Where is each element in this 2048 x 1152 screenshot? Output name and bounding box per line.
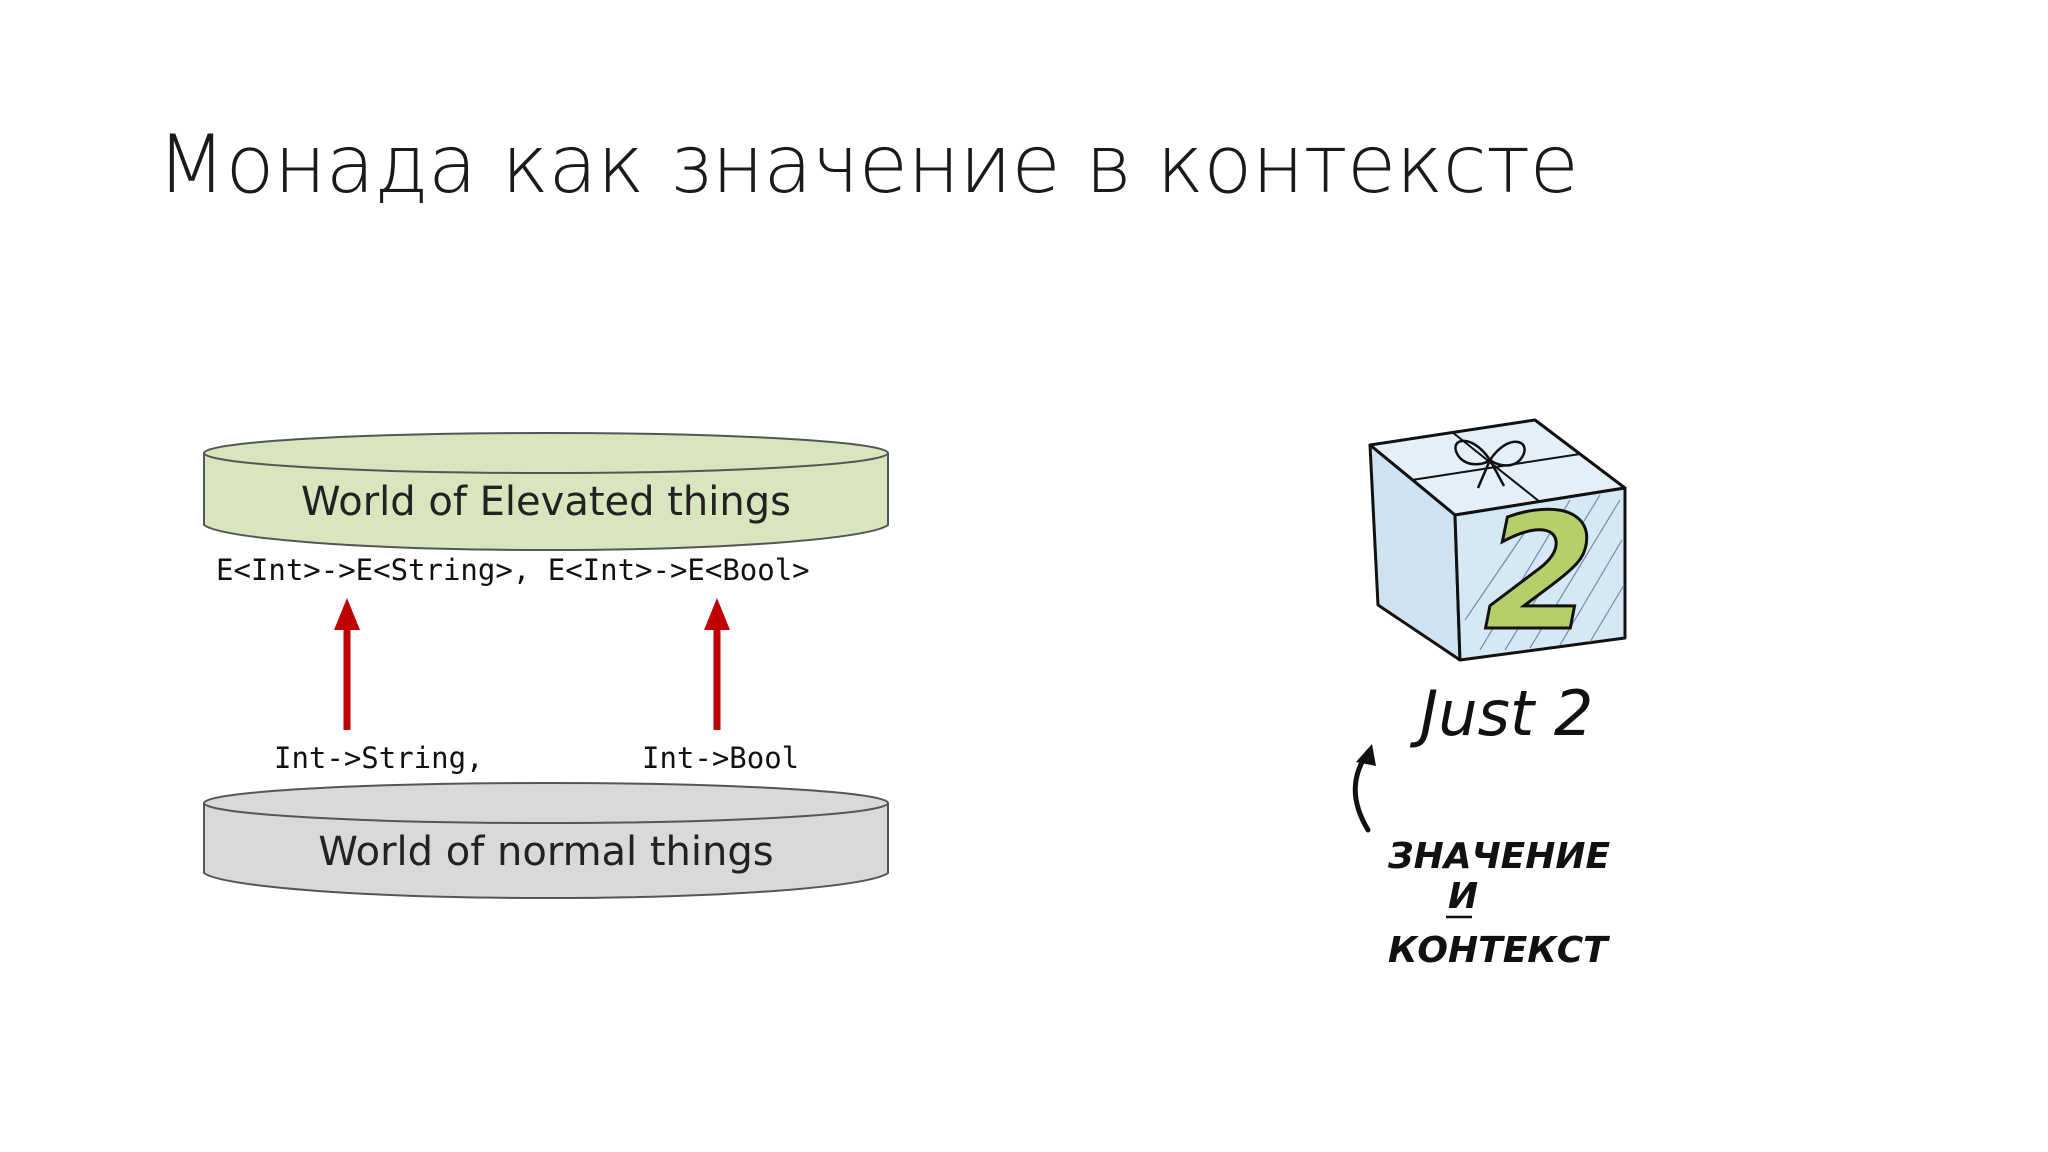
- normal-world-disc: World of normal things: [204, 783, 888, 898]
- lift-arrow-1: [334, 598, 360, 730]
- normal-signature-2: Int->Bool: [642, 741, 799, 775]
- normal-signature-1: Int->String,: [274, 741, 484, 775]
- slide-title: Монада как значение в контексте: [157, 118, 1578, 211]
- context-label: КОНТЕКСТ: [1388, 930, 1610, 971]
- value-in-context-illustration: 2 Just 2 ЗНАЧЕНИЕ И КОНТЕКСТ: [1320, 400, 1760, 1000]
- elevated-world-disc: World of Elevated things: [204, 433, 888, 550]
- elevated-world-label: World of Elevated things: [301, 479, 791, 525]
- box-caption: Just 2: [1409, 677, 1593, 750]
- box-value: 2: [1484, 479, 1595, 666]
- elevated-signatures: E<Int>->E<String>, E<Int>->E<Bool>: [216, 553, 810, 587]
- curved-arrow-icon: [1355, 744, 1376, 830]
- lift-arrow-2: [704, 598, 730, 730]
- and-label: И: [1448, 876, 1478, 917]
- normal-world-label: World of normal things: [318, 829, 773, 875]
- value-label: ЗНАЧЕНИЕ: [1387, 836, 1611, 877]
- worlds-diagram: World of Elevated things E<Int>->E<Strin…: [196, 425, 896, 905]
